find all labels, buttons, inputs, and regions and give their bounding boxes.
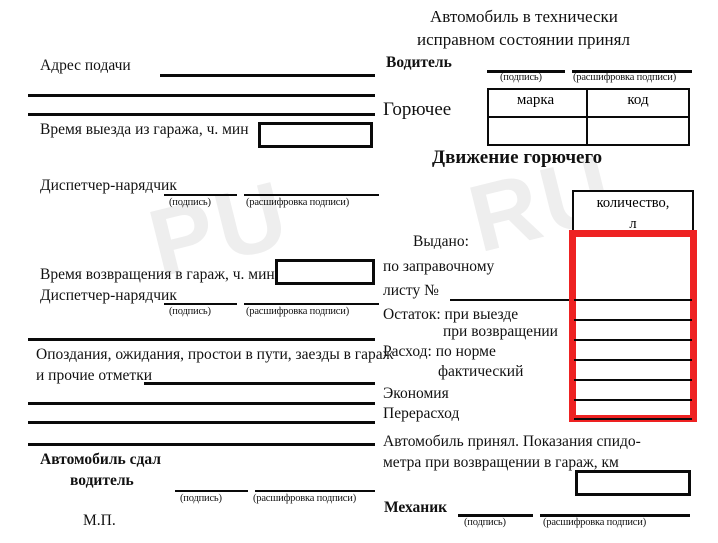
dispatcher-1-signature-decode-caption: (расшифровка подписи)	[246, 197, 349, 208]
mechanic-signature-rule[interactable]	[458, 514, 533, 517]
address-rule-2[interactable]	[28, 94, 375, 97]
fuel-row-label-sheet-number: листу №	[383, 282, 439, 299]
fuel-table-header-code: код	[627, 92, 649, 108]
refuel-sheet-number-rule[interactable]	[450, 299, 594, 302]
handover-signature-rule[interactable]	[175, 490, 248, 493]
fuel-table-header-brand: марка	[516, 92, 555, 108]
dispatcher-2-signature-caption: (подпись)	[169, 306, 211, 317]
fuel-row-label-refuel-sheet: по заправочному	[383, 258, 495, 275]
mechanic-label: Механик	[384, 499, 448, 516]
quantity-row-divider-1	[574, 299, 692, 302]
fuel-row-label-economy: Экономия	[383, 385, 449, 402]
quantity-row-divider-2	[574, 319, 692, 322]
delays-rule-1[interactable]	[144, 382, 375, 385]
return-time-input[interactable]	[275, 259, 375, 285]
dispatcher-label-1: Диспетчер-нарядчик	[40, 177, 177, 194]
quantity-column-header: количество, л	[572, 190, 694, 234]
fuel-label: Горючее	[383, 99, 452, 120]
handover-label-line-2: водитель	[70, 472, 134, 489]
address-rule-1[interactable]	[160, 74, 375, 77]
delays-rule-3[interactable]	[28, 421, 375, 424]
departure-time-label: Время выезда из гаража, ч. мин	[40, 121, 249, 138]
delays-rule-2[interactable]	[28, 402, 375, 405]
accept-title-line-2: исправном состоянии принял	[417, 30, 630, 49]
mechanic-signature-decode-caption: (расшифровка подписи)	[543, 517, 646, 528]
fuel-row-label-remainder-departure: Остаток: при выезде	[383, 306, 519, 323]
driver-label: Водитель	[386, 54, 452, 71]
fuel-row-label-consumption-norm: Расход: по норме	[383, 343, 496, 360]
fuel-table-horizontal-divider	[489, 116, 688, 118]
stamp-place-label: М.П.	[83, 512, 116, 529]
dispatcher-2-signature-decode-caption: (расшифровка подписи)	[246, 306, 349, 317]
dispatcher-1-signature-decode-rule[interactable]	[244, 194, 379, 197]
fuel-brand-code-table	[487, 88, 690, 146]
dispatcher-label-2: Диспетчер-нарядчик	[40, 287, 177, 304]
fuel-movement-title: Движение горючего	[432, 147, 603, 168]
vehicle-accepted-line-1: Автомобиль принял. Показания спидо-	[383, 433, 641, 450]
mechanic-signature-caption: (подпись)	[464, 517, 506, 528]
dispatcher-1-signature-caption: (подпись)	[169, 197, 211, 208]
accept-title-line-1: Автомобиль в технически	[430, 7, 618, 26]
dispatcher-1-signature-rule[interactable]	[164, 194, 237, 197]
delays-label-line-1: Опоздания, ожидания, простои в пути, зае…	[36, 346, 394, 363]
dispatcher-2-signature-rule[interactable]	[164, 303, 237, 306]
driver-signature-decode-rule[interactable]	[572, 70, 692, 73]
driver-signature-caption: (подпись)	[500, 72, 542, 83]
driver-signature-rule[interactable]	[487, 70, 565, 73]
vehicle-accepted-line-2: метра при возвращении в гараж, км	[383, 454, 619, 471]
fuel-row-label-consumption-actual: фактический	[438, 363, 524, 380]
quantity-row-divider-6	[574, 399, 692, 402]
address-rule-3[interactable]	[28, 113, 375, 116]
delays-label-line-2: и прочие отметки	[36, 367, 153, 384]
handover-signature-decode-rule[interactable]	[255, 490, 375, 493]
delays-rule-4[interactable]	[28, 443, 375, 446]
return-time-label: Время возвращения в гараж, ч. мин	[40, 266, 275, 283]
dispatcher-2-signature-decode-rule[interactable]	[244, 303, 379, 306]
quantity-column-bottom-border	[574, 418, 692, 421]
address-label: Адрес подачи	[40, 57, 131, 74]
driver-signature-decode-caption: (расшифровка подписи)	[573, 72, 676, 83]
handover-signature-caption: (подпись)	[180, 493, 222, 504]
quantity-column-highlight	[569, 230, 697, 422]
quantity-header-line-2: л	[629, 216, 637, 233]
departure-time-input[interactable]	[258, 122, 373, 148]
handover-signature-decode-caption: (расшифровка подписи)	[253, 493, 356, 504]
quantity-row-divider-5	[574, 379, 692, 382]
delays-section-top-rule	[28, 338, 375, 341]
fuel-row-label-remainder-return: при возвращении	[443, 323, 558, 340]
quantity-row-divider-3	[574, 339, 692, 342]
handover-label-line-1: Автомобиль сдал	[40, 451, 161, 468]
quantity-row-divider-4	[574, 359, 692, 362]
quantity-header-line-1: количество,	[596, 195, 670, 211]
fuel-row-label-overuse: Перерасход	[383, 405, 460, 422]
mechanic-signature-decode-rule[interactable]	[540, 514, 690, 517]
fuel-row-label-issued: Выдано:	[413, 233, 469, 250]
odometer-return-input[interactable]	[575, 470, 691, 496]
